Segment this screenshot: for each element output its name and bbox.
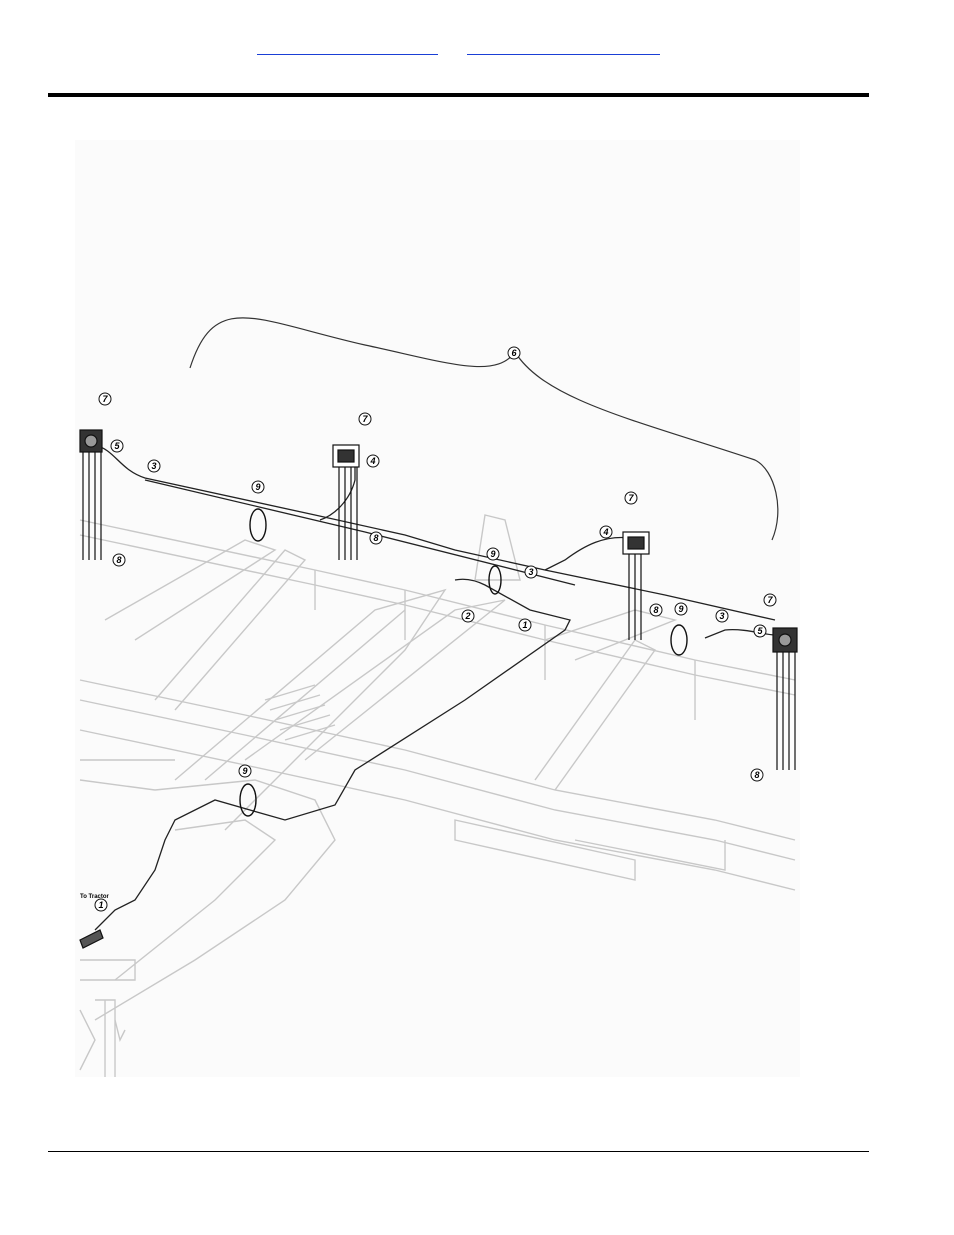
callout-7d: 7 <box>764 594 776 606</box>
callout-8b: 8 <box>370 532 382 544</box>
frame-drawing <box>80 515 795 1077</box>
callout-3c: 3 <box>716 610 728 622</box>
wiring-harness <box>95 445 775 930</box>
header-link-1[interactable] <box>257 44 438 55</box>
callout-3b: 3 <box>525 566 537 578</box>
parts-diagram: 1 1 2 3 3 3 4 4 5 5 6 7 <box>75 140 800 1077</box>
callout-5a: 5 <box>111 440 123 452</box>
callout-label: 8 <box>653 605 658 615</box>
callout-8a: 8 <box>113 554 125 566</box>
callout-label: 4 <box>369 456 375 466</box>
callout-label: 9 <box>255 482 260 492</box>
callout-9c: 9 <box>675 603 687 615</box>
callout-label: 2 <box>464 611 470 621</box>
callout-label: 9 <box>490 549 495 559</box>
callout-7b: 7 <box>359 413 371 425</box>
callout-label: 9 <box>242 766 247 776</box>
callout-4a: 4 <box>367 455 379 467</box>
callout-1b: 1 <box>95 899 107 911</box>
callout-6: 6 <box>508 347 520 359</box>
callout-8d: 8 <box>751 769 763 781</box>
tractor-label: To Tractor <box>80 894 110 900</box>
callout-9b: 9 <box>487 548 499 560</box>
light-right <box>773 628 797 770</box>
callout-7a: 7 <box>99 393 111 405</box>
footer-rule <box>48 1151 869 1152</box>
callout-9d: 9 <box>239 765 251 777</box>
header-link-2[interactable] <box>467 44 660 55</box>
callout-8c: 8 <box>650 604 662 616</box>
callout-label: 8 <box>754 770 759 780</box>
header-rule <box>48 93 869 97</box>
tractor-plug <box>80 930 103 948</box>
callout-1a: 1 <box>519 619 531 631</box>
callout-label: 3 <box>719 611 724 621</box>
callout-label: 8 <box>373 533 378 543</box>
callout-7c: 7 <box>625 492 637 504</box>
callout-label: 1 <box>522 620 527 630</box>
callout-4b: 4 <box>600 526 612 538</box>
callout-label: 3 <box>528 567 533 577</box>
callout-2: 2 <box>462 610 474 622</box>
callout-3a: 3 <box>148 460 160 472</box>
light-center-left <box>333 445 359 560</box>
callout-label: 8 <box>116 555 121 565</box>
callout-9a: 9 <box>252 481 264 493</box>
callout-5b: 5 <box>754 625 766 637</box>
callout-label: 4 <box>602 527 608 537</box>
callout-label: 1 <box>98 900 103 910</box>
callout-label: 3 <box>151 461 156 471</box>
light-left <box>80 430 102 560</box>
callout-label: 9 <box>678 604 683 614</box>
light-center-right <box>623 532 649 640</box>
cable-ties <box>240 509 687 816</box>
